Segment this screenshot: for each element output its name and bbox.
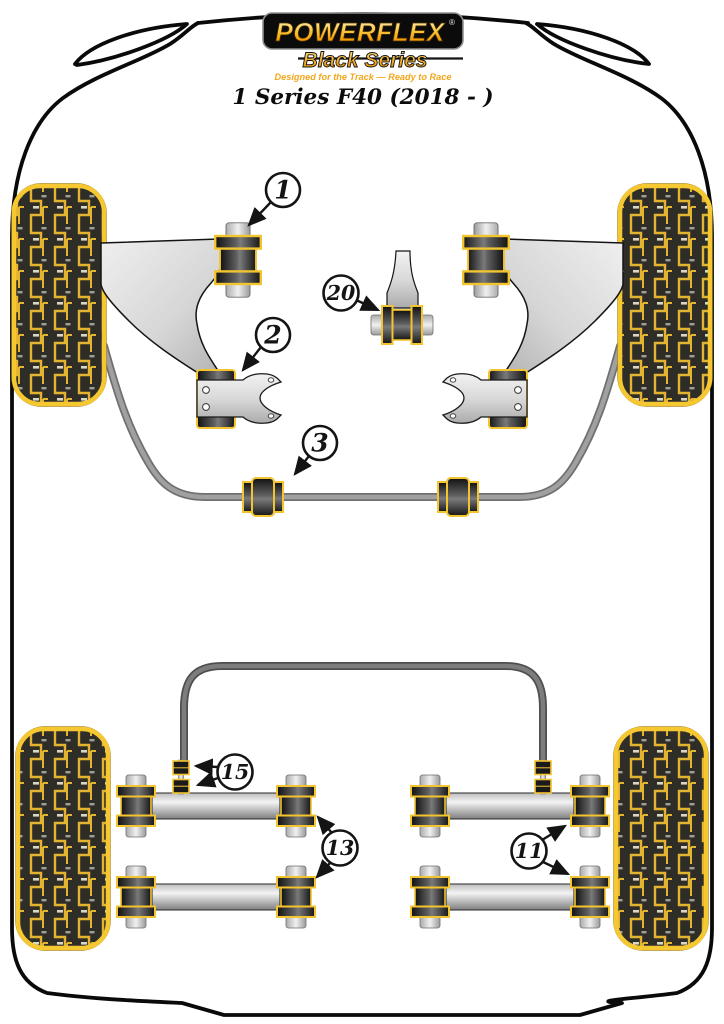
callout-11-number: 11: [515, 839, 544, 863]
front-anti-roll-bar: [100, 342, 624, 501]
vehicle-title: 1 Series F40 (2018 - ): [232, 85, 493, 110]
black-series-text: Black Series: [303, 49, 428, 72]
powerflex-logo: POWERFLEX ® Black Series Designed for th…: [262, 12, 464, 82]
front-left-arm-assembly[interactable]: [101, 223, 281, 428]
rear-arm-lower-left[interactable]: [117, 866, 315, 928]
rear-arm-upper-right[interactable]: [411, 775, 609, 837]
callout-3[interactable]: 3: [293, 424, 339, 476]
rear-arm-upper-left[interactable]: [117, 775, 315, 837]
callout-1-circle[interactable]: [264, 171, 302, 209]
front-right-arm-assembly[interactable]: [443, 223, 623, 428]
car-body-outline: [10, 21, 714, 1017]
callout-20[interactable]: 20: [322, 274, 381, 312]
callout-1[interactable]: 1: [247, 171, 302, 227]
front-arb-bush-right[interactable]: [437, 477, 479, 517]
callout-15[interactable]: 15: [193, 753, 254, 791]
rear-anti-roll-bar: [180, 662, 547, 774]
rear-arb-link-right[interactable]: [534, 759, 552, 795]
callout-15-number: 15: [221, 760, 250, 784]
callout-2-number: 2: [263, 321, 281, 350]
callout-13[interactable]: 13: [315, 815, 359, 879]
powerflex-logo-text: POWERFLEX: [275, 17, 445, 47]
right-headlight-outline: [535, 22, 651, 66]
engine-mount[interactable]: [370, 250, 434, 345]
callout-20-number: 20: [326, 281, 356, 305]
front-arb-bush-left[interactable]: [242, 477, 284, 517]
tire-rear-right: [613, 726, 709, 951]
engine-mount-bushing[interactable]: [370, 305, 434, 345]
engine-mount-post: [386, 250, 419, 309]
callout-11-circle[interactable]: [510, 832, 548, 870]
callout-2[interactable]: 2: [241, 316, 292, 372]
callout-20-circle[interactable]: [322, 274, 360, 312]
callout-3-number: 3: [311, 429, 328, 458]
tire-front-left: [11, 183, 107, 407]
callout-15-circle[interactable]: [216, 753, 254, 791]
rear-arb-link-left[interactable]: [172, 759, 190, 795]
callout-3-circle[interactable]: [301, 424, 339, 462]
left-headlight-outline: [73, 22, 189, 67]
callout-2-circle[interactable]: [254, 316, 292, 354]
tire-rear-left: [15, 726, 111, 951]
callout-11[interactable]: 11: [510, 824, 571, 876]
callout-13-circle[interactable]: [321, 829, 359, 867]
callout-1-number: 1: [274, 176, 291, 205]
rear-arm-lower-right[interactable]: [411, 866, 609, 928]
powerflex-logo-box: [262, 12, 464, 50]
brand-tagline: Designed for the Track — Ready to Race: [275, 72, 452, 82]
callout-13-number: 13: [326, 836, 355, 860]
registered-mark: ®: [449, 18, 455, 27]
tire-front-right: [617, 183, 713, 407]
